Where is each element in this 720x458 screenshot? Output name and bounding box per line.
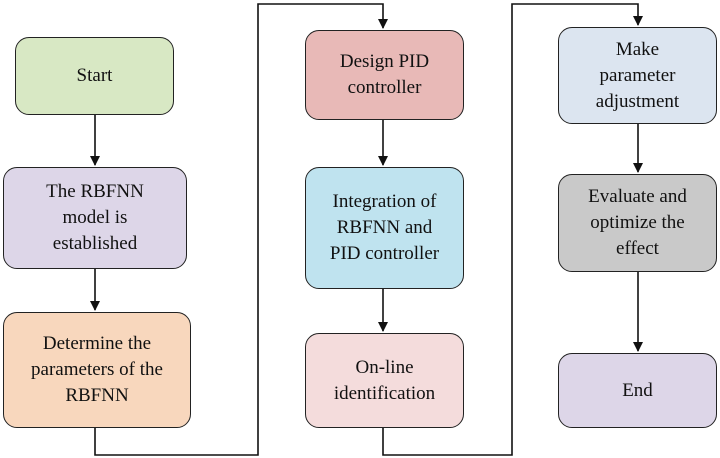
- node-online-identification: On-line identification: [305, 333, 464, 428]
- node-parameter-adjustment-label: Make parameter adjustment: [595, 38, 680, 112]
- node-design-pid-label: Design PID controller: [339, 51, 430, 98]
- node-rbfnn-model-established: The RBFNN model is established: [3, 167, 187, 269]
- node-end-label: End: [622, 379, 653, 401]
- node-parameter-adjustment: Make parameter adjustment: [558, 27, 717, 124]
- node-design-pid-controller: Design PID controller: [305, 30, 464, 120]
- node-rbfnn-model-label: The RBFNN model is established: [46, 181, 144, 254]
- node-evaluate-optimize: Evaluate and optimize the effect: [558, 174, 717, 272]
- node-evaluate-optimize-label: Evaluate and optimize the effect: [588, 186, 687, 259]
- node-integration-label: Integration of RBFNN and PID controller: [329, 191, 440, 264]
- arrow-params-to-design: [94, 3, 388, 456]
- arrow-online-to-adjust: [382, 3, 643, 456]
- node-determine-parameters-label: Determine the parameters of the RBFNN: [31, 333, 163, 406]
- node-end: End: [558, 353, 717, 428]
- node-start: Start: [15, 37, 174, 115]
- node-online-identification-label: On-line identification: [333, 356, 436, 404]
- node-integration-rbfnn-pid: Integration of RBFNN and PID controller: [305, 167, 464, 289]
- node-start-label: Start: [76, 65, 113, 86]
- node-determine-parameters: Determine the parameters of the RBFNN: [3, 312, 191, 428]
